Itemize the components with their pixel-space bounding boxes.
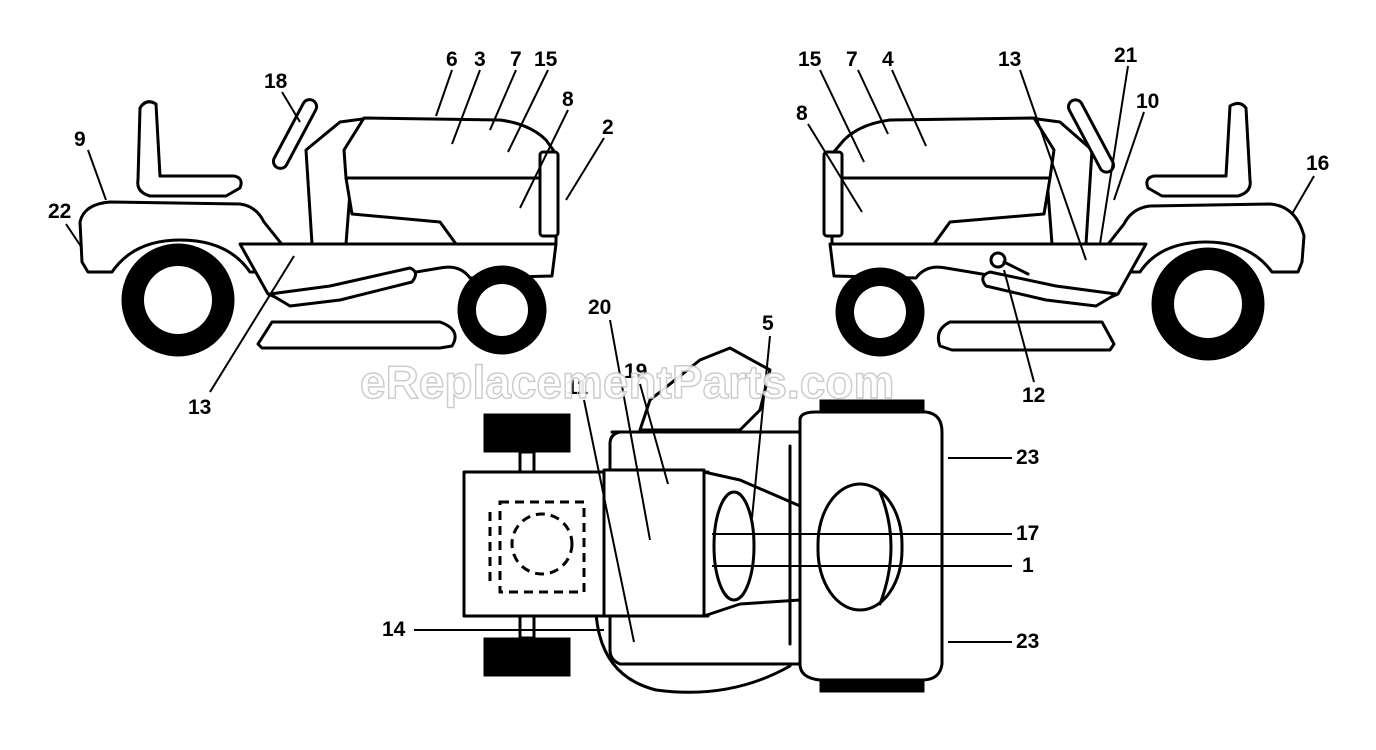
callout-left-22: 22 [48,200,71,223]
left-steering-wheel [271,98,319,170]
callout-top-5: 5 [762,312,774,335]
left-rear-fender [78,200,298,274]
leader-right-4 [891,69,927,147]
right-side-view: 15 7 4 13 21 10 8 16 12 [796,44,1329,407]
top-view: 20 19 5 11 23 17 1 14 23 [382,296,1039,694]
leader-right-15 [819,69,865,163]
callout-left-15: 15 [534,48,558,71]
top-rear-tire-lower [483,637,571,677]
watermark-text: eReplacementParts.com [360,356,894,408]
callout-left-6: 6 [446,48,458,71]
left-rear-wheel [121,243,235,357]
leader-top-19 [639,383,669,485]
left-side-view: 6 3 7 15 18 8 2 9 22 13 [48,48,614,419]
top-hood-oval [816,482,904,612]
right-hood [830,116,1056,180]
left-grille [538,150,560,238]
callout-left-3: 3 [474,48,486,71]
left-hood-side [344,176,558,246]
leader-left-6 [435,69,453,117]
leader-right-7 [857,69,889,135]
callout-right-8: 8 [796,102,808,125]
callout-right-10: 10 [1136,90,1159,113]
callout-left-18: 18 [264,70,288,93]
left-front-wheel [457,265,547,355]
leader-right-12 [1003,269,1035,383]
right-hood-side [830,176,1052,246]
leader-right-21 [1099,65,1129,245]
callout-left-7: 7 [510,48,522,71]
left-hood [342,116,558,180]
callout-left-9: 9 [74,128,86,151]
leader-right-16 [1291,175,1315,215]
right-rear-wheel [1151,247,1265,361]
callout-top-20: 20 [588,296,611,319]
callout-top-11: 11 [566,376,589,399]
callout-right-7: 7 [846,48,858,71]
left-seat [136,100,243,198]
callout-top-17: 17 [1016,522,1039,545]
leader-left-22 [65,223,83,249]
right-pedal [981,270,1118,308]
leader-left-3 [451,69,481,145]
right-front-wheel [835,267,925,357]
leader-top-20 [609,319,651,541]
callout-top-1: 1 [1022,554,1034,577]
leader-right-8 [807,123,863,213]
right-mower-deck [936,320,1116,352]
leader-left-8 [519,109,569,209]
leader-top-5 [751,335,771,519]
callout-top-23b: 23 [1016,630,1039,653]
leader-left-18 [281,91,301,123]
callout-left-13: 13 [188,396,211,419]
leader-left-15 [507,69,549,153]
callout-top-23a: 23 [1016,446,1039,469]
callout-top-19: 19 [624,360,647,383]
top-seat-dashed-square [498,500,586,594]
callout-top-14: 14 [382,618,406,641]
callout-right-21: 21 [1114,44,1138,67]
top-seat-dashed-circle [510,512,574,576]
top-dash-oval [712,490,756,602]
leader-right-13 [1019,69,1087,261]
callout-right-16: 16 [1306,152,1329,175]
left-mower-deck [256,320,457,350]
top-seat-back [602,468,706,618]
callout-left-8: 8 [562,88,574,111]
callout-right-15: 15 [798,48,822,71]
callout-left-2: 2 [602,116,614,139]
callout-right-4: 4 [882,48,894,71]
right-seat [1145,101,1252,198]
leader-left-13 [209,255,295,393]
top-rear-tire-upper [483,413,571,453]
leader-left-2 [565,137,605,201]
right-steering-wheel [1067,98,1115,174]
leader-left-9 [87,149,107,201]
right-pedal-knob [989,251,1007,269]
leader-left-7 [489,69,517,131]
callout-right-12: 12 [1022,384,1045,407]
leader-right-10 [1113,111,1145,201]
callout-right-13: 13 [998,48,1021,71]
leader-top-11 [583,399,635,643]
left-pedal [268,266,417,308]
